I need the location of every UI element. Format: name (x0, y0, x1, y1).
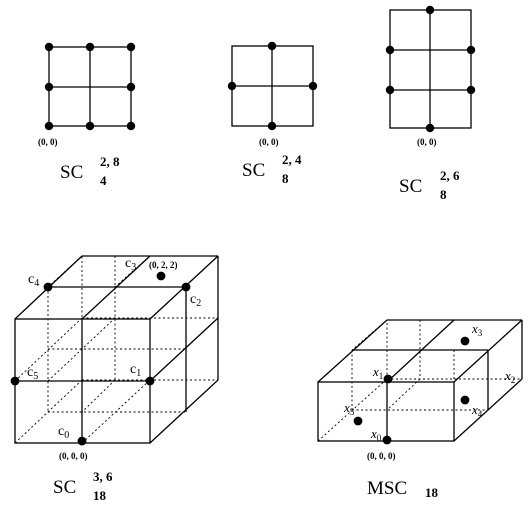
origin-label: (0, 0) (259, 137, 279, 147)
figure-caption-subscript: 8 (440, 187, 447, 202)
figure-caption-superscript: 2, 4 (282, 152, 302, 167)
slab-front-face (317, 381, 455, 442)
hidden-edge (81, 379, 151, 444)
lattice-point (85, 121, 95, 131)
figure-caption-superscript: 2, 8 (100, 154, 120, 169)
hidden-edge (386, 378, 421, 411)
lattice-point (466, 45, 476, 55)
point-x0 (382, 435, 392, 445)
slab-edge (317, 319, 388, 383)
label-c4: c4 (28, 272, 39, 289)
point-c5 (10, 376, 20, 386)
hidden-edge (14, 317, 83, 382)
origin-label: (0, 0, 0) (59, 451, 88, 461)
label-x5: x5 (343, 400, 355, 417)
point-c0 (77, 436, 87, 446)
lattice-point (308, 81, 318, 91)
lattice-point (425, 5, 435, 15)
label-x1: x1 (372, 364, 383, 381)
label-c3: c3 (125, 256, 136, 273)
point-c2 (181, 282, 191, 292)
figure-caption-superscript: 3, 6 (93, 469, 113, 484)
point-c3 (156, 271, 166, 281)
point-x3 (460, 336, 470, 346)
figure-caption-subscript: 8 (282, 171, 289, 186)
figure-caption-subscript: 18 (93, 488, 107, 503)
point-x5 (353, 416, 363, 426)
figure-sc-3-6-18: c0 c1 c2 c3 (0, 2, 2) c4 c5 (0, 0, 0) SC… (10, 255, 219, 503)
lattice-point (267, 121, 277, 131)
lattice-point (385, 45, 395, 55)
figure-sc-2-4-8: (0, 0) SC 2, 4 8 (227, 41, 318, 186)
figure-caption-base: SC (53, 477, 76, 498)
label-c0: c0 (58, 424, 69, 441)
lattice-point (227, 81, 237, 91)
lattice-point (44, 121, 54, 131)
figure-caption-base: SC (60, 162, 83, 183)
point-c1 (145, 376, 155, 386)
lattice-point (267, 41, 277, 51)
lattice-point (44, 42, 54, 52)
c3-coordinate-label: (0, 2, 2) (149, 260, 178, 270)
lattice-point (466, 85, 476, 95)
figure-sc-2-8-4: (0, 0) SC 2, 8 4 (38, 42, 136, 188)
label-c5: c5 (27, 365, 38, 382)
lattice-point (126, 121, 136, 131)
label-x2: x2 (504, 368, 515, 385)
hidden-edge (14, 379, 83, 444)
lattice-point (425, 123, 435, 133)
slab-edge (386, 319, 455, 383)
figure-caption-superscript: 2, 6 (440, 168, 460, 183)
label-x3: x3 (471, 321, 483, 338)
cube-edge (149, 317, 219, 382)
label-c2: c2 (190, 292, 201, 309)
figure-msc-18: x0 x1 x2 x3 x4 x5 (0, 0, 0) MSC 18 (317, 319, 523, 500)
label-c1: c1 (130, 362, 141, 379)
cube-edge (149, 379, 219, 444)
lattice-point (126, 82, 136, 92)
figure-sc-2-6-8: (0, 0) SC 2, 6 8 (385, 5, 476, 202)
figure-caption-base: MSC (367, 478, 407, 499)
figure-caption-base: SC (242, 160, 265, 181)
origin-label: (0, 0, 0) (367, 451, 396, 461)
figure-caption-base: SC (399, 176, 422, 197)
lattice-point (85, 42, 95, 52)
figure-caption-subscript: 4 (100, 173, 107, 188)
point-c4 (43, 282, 53, 292)
label-x0: x0 (370, 426, 382, 443)
hidden-edge (81, 379, 116, 413)
lattice-point (44, 82, 54, 92)
origin-label: (0, 0) (417, 137, 437, 147)
figure-caption-subscript: 18 (425, 485, 439, 500)
label-x4: x4 (471, 402, 483, 419)
lattice-point (126, 42, 136, 52)
origin-label: (0, 0) (38, 137, 58, 147)
point-x1 (383, 374, 393, 384)
lattice-point (385, 85, 395, 95)
point-x4 (460, 395, 470, 405)
